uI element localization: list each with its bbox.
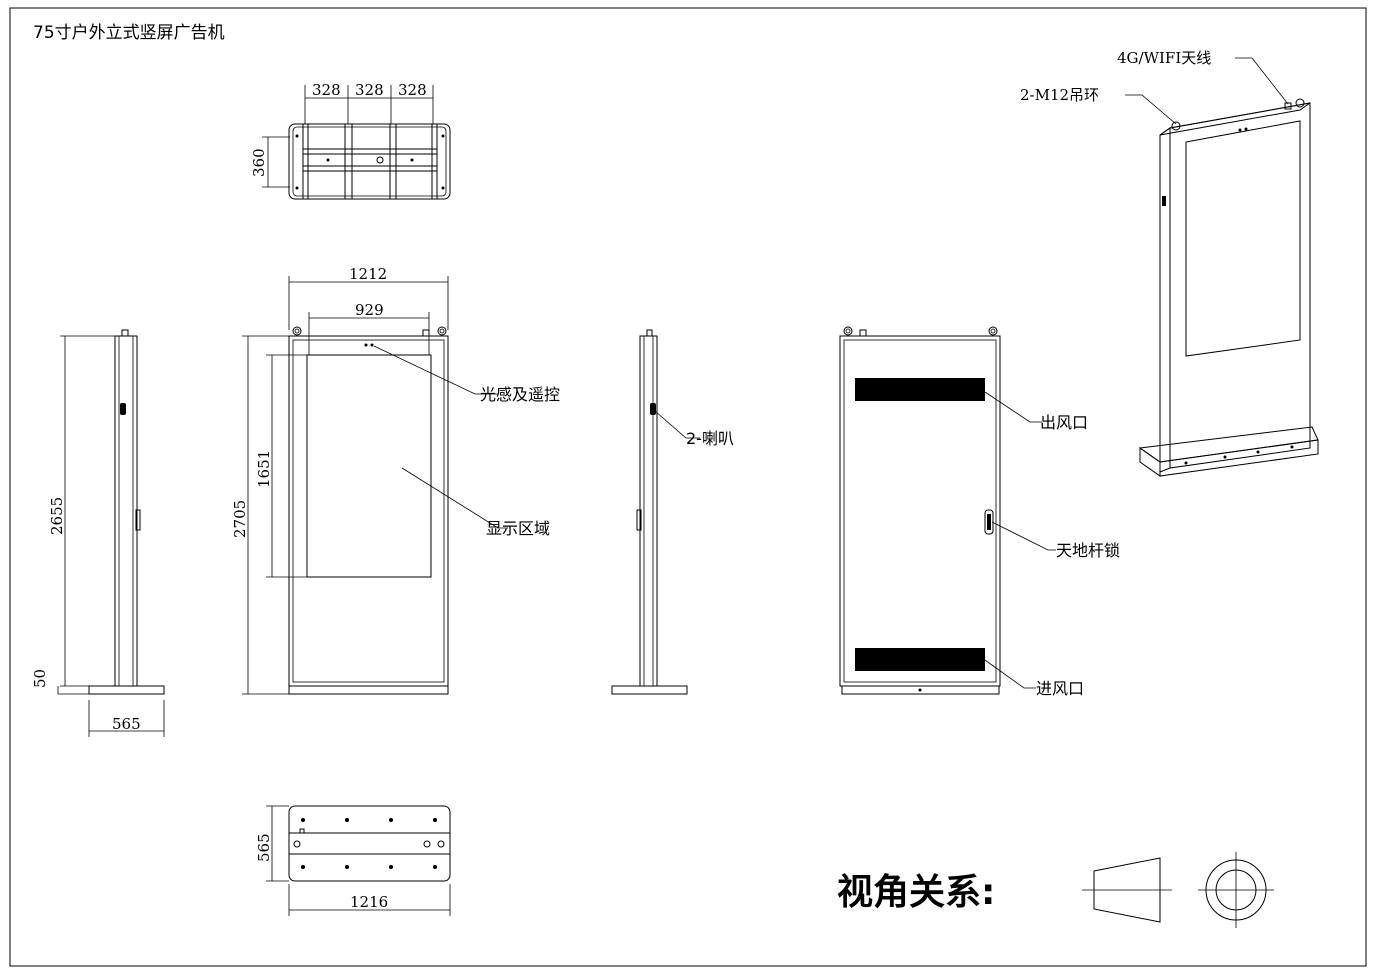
air-inlet <box>855 648 985 671</box>
dim-top-w1: 328 <box>312 81 341 99</box>
callout-antenna: 4G/WIFI天线 <box>1117 49 1211 67</box>
dim-top-w2: 328 <box>355 81 384 99</box>
base-plan-view: 565 1216 <box>255 805 451 916</box>
dim-front-screen-width: 929 <box>355 301 384 319</box>
drawing-title: 75寸户外立式竖屏广告机 <box>33 23 225 43</box>
isometric-view: 4G/WIFI天线 2-M12吊环 <box>1020 49 1319 477</box>
left-side-view: 2655 50 565 <box>31 329 165 737</box>
dim-base-h: 565 <box>255 833 273 862</box>
dim-front-height: 2705 <box>231 500 249 538</box>
dim-side-base-w: 565 <box>112 715 141 733</box>
dim-front-screen-height: 1651 <box>255 450 273 488</box>
right-side-view: 2-喇叭 <box>611 329 734 695</box>
view-relation-label: 视角关系: <box>837 872 995 913</box>
back-view: 出风口 天地杆锁 进风口 <box>839 326 1120 698</box>
dim-side-base-h: 50 <box>31 669 49 688</box>
callout-sensor: 光感及遥控 <box>480 385 560 404</box>
callout-speaker: 2-喇叭 <box>686 429 734 448</box>
air-outlet <box>855 378 985 401</box>
dim-side-height: 2655 <box>48 497 66 535</box>
dim-base-w: 1216 <box>350 893 388 911</box>
callout-air-out: 出风口 <box>1040 413 1088 432</box>
callout-lock: 天地杆锁 <box>1056 541 1120 560</box>
front-view: 1212 929 2705 1651 光感及遥控 显示区域 <box>231 265 560 695</box>
projection-symbol: 视角关系: <box>837 852 1274 928</box>
drawing-border <box>9 7 1367 967</box>
top-view: 328 328 328 360 <box>250 81 451 200</box>
dim-front-width: 1212 <box>349 265 387 283</box>
dim-top-h: 360 <box>250 148 268 177</box>
callout-ring: 2-M12吊环 <box>1020 86 1099 104</box>
callout-display: 显示区域 <box>486 519 550 538</box>
callout-air-in: 进风口 <box>1036 679 1084 698</box>
dim-top-w3: 328 <box>398 81 427 99</box>
